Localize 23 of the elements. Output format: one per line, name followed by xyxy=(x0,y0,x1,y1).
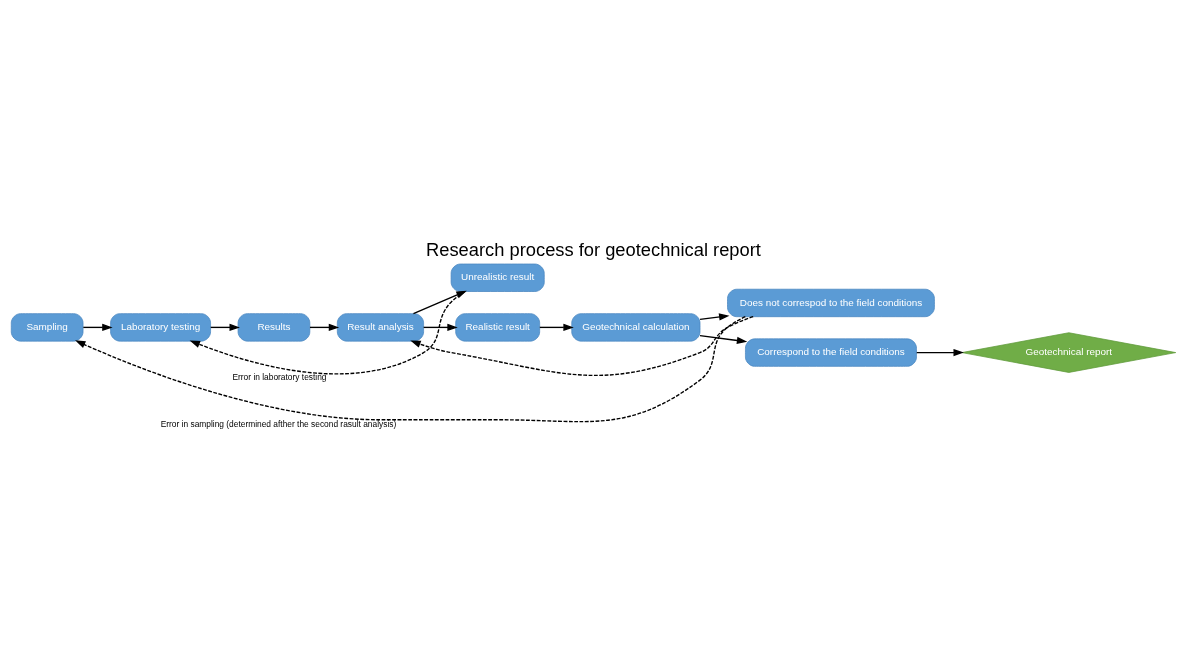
arrow xyxy=(210,323,240,331)
node-box: Sampling xyxy=(10,312,84,341)
node-box: Geotechnical calculation xyxy=(571,312,701,341)
arrow xyxy=(309,323,340,331)
arrow xyxy=(699,334,748,344)
node-box: Unrealistic result xyxy=(450,263,545,292)
arrow xyxy=(699,312,730,321)
arrow xyxy=(422,323,458,331)
node-box: Correspond to the field conditions xyxy=(745,337,917,367)
diagram-title: Research process for geotechnical report xyxy=(426,238,761,260)
arrow xyxy=(410,315,754,376)
arrow xyxy=(82,323,113,331)
arrow xyxy=(539,323,574,331)
edge-label: Error in sampling (determined afther the second rasult analysis) xyxy=(160,418,397,428)
arrow xyxy=(75,315,746,422)
node-box: Realistic result xyxy=(455,312,541,341)
edge-label: Error in laboratory testing xyxy=(232,371,327,382)
node-box: Laboratory testing xyxy=(110,312,211,341)
arrow xyxy=(916,348,964,356)
node-box: Does not correspod to the field conditions xyxy=(727,288,935,317)
node-box: Result analysis xyxy=(336,312,424,341)
node-box: Results xyxy=(237,312,311,341)
node-diamond: Geotechnical report xyxy=(961,331,1177,373)
